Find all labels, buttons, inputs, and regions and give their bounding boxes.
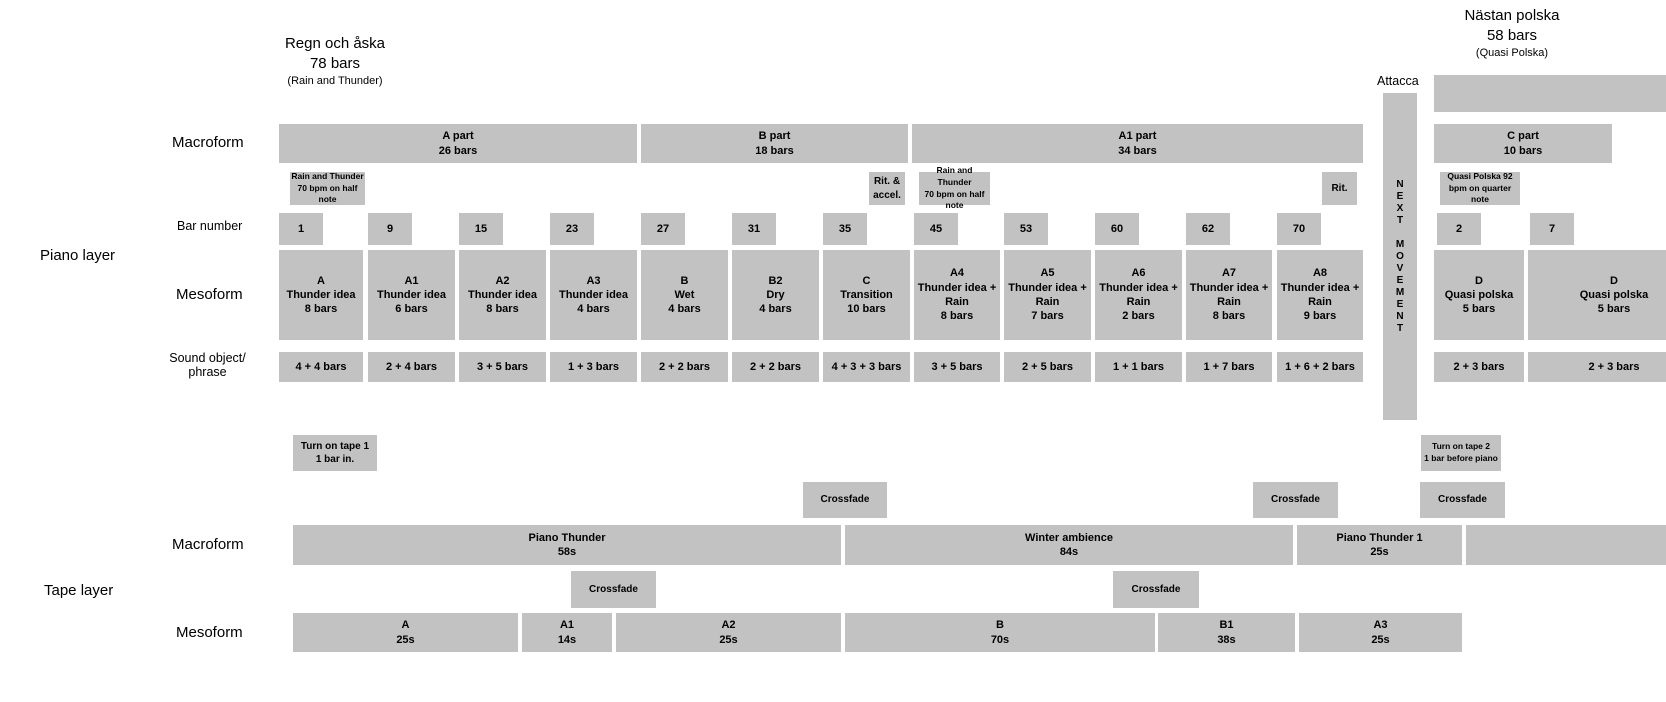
bar-number-label: Bar number (177, 219, 243, 233)
crossfade-box: Crossfade (1253, 482, 1338, 518)
sound-object-box: 2 + 2 bars (732, 352, 819, 382)
attacca-label: Attacca (1377, 74, 1419, 88)
piano-mesoform-box: D Quasi polska 5 bars (1528, 250, 1666, 340)
crossfade-box: Crossfade (571, 571, 656, 608)
bar-number-box: 70 (1277, 213, 1321, 245)
bar-number-box: 1 (279, 213, 323, 245)
bar-number-box: 62 (1186, 213, 1230, 245)
untitled-box (1434, 75, 1666, 112)
piece1-subtitle: (Rain and Thunder) (287, 75, 383, 87)
piano-mesoform-box: B2 Dry 4 bars (732, 250, 819, 340)
sound-object-label: Sound object/ phrase (169, 351, 246, 379)
bar-number-box: 7 (1530, 213, 1574, 245)
piano-macroform-box: C part 10 bars (1434, 124, 1612, 163)
bar-number-box: 53 (1004, 213, 1048, 245)
piano-mesoform-box: A6 Thunder idea + Rain 2 bars (1095, 250, 1182, 340)
sound-object-box: 2 + 3 bars (1528, 352, 1666, 382)
tape-layer-label: Tape layer (44, 582, 114, 599)
piano-macroform-box: B part 18 bars (641, 124, 908, 163)
piece2-title: Nästan polska 58 bars (1464, 7, 1560, 44)
bar-number-box: 2 (1437, 213, 1481, 245)
sound-object-box: 1 + 7 bars (1186, 352, 1272, 382)
bar-number-box: 27 (641, 213, 685, 245)
tape-cue-box: Turn on tape 1 1 bar in. (293, 435, 377, 471)
piano-mesoform-box: A8 Thunder idea + Rain 9 bars (1277, 250, 1363, 340)
piano-macroform-box: A1 part 34 bars (912, 124, 1363, 163)
sound-object-box: 3 + 5 bars (914, 352, 1000, 382)
bar-number-box: 60 (1095, 213, 1139, 245)
piano-mesoform-box: A2 Thunder idea 8 bars (459, 250, 546, 340)
tape-mesoform-box: A2 25s (616, 613, 841, 652)
piano-mesoform-box: A4 Thunder idea + Rain 8 bars (914, 250, 1000, 340)
tempo-annotation: Rain and Thunder 70 bpm on half note (290, 170, 365, 205)
sound-object-box: 1 + 6 + 2 bars (1277, 352, 1363, 382)
tape-mesoform-box: A1 14s (522, 613, 612, 652)
sound-object-box: 1 + 1 bars (1095, 352, 1182, 382)
bar-number-box: 45 (914, 213, 958, 245)
tape-mesoform-label: Mesoform (176, 624, 243, 641)
tape-mesoform-box: B 70s (845, 613, 1155, 652)
sound-object-box: 2 + 3 bars (1434, 352, 1524, 382)
sound-object-box: 2 + 4 bars (368, 352, 455, 382)
tape-mesoform-box: A 25s (293, 613, 518, 652)
crossfade-box: Crossfade (1113, 571, 1199, 608)
bar-number-box: 35 (823, 213, 867, 245)
sound-object-box: 2 + 5 bars (1004, 352, 1091, 382)
sound-object-box: 3 + 5 bars (459, 352, 546, 382)
bar-number-box: 9 (368, 213, 412, 245)
piano-macroform-box: A part 26 bars (279, 124, 637, 163)
tape-macroform-box: Piano Thunder 58s (293, 525, 841, 565)
tempo-annotation: Rit. & accel. (869, 172, 905, 205)
sound-object-box: 4 + 4 bars (279, 352, 363, 382)
tape-mesoform-box: A3 25s (1299, 613, 1462, 652)
next-movement-column: N E X T M O V E M E N T (1383, 93, 1417, 420)
piano-layer-label: Piano layer (40, 247, 116, 264)
piano-mesoform-box: D Quasi polska 5 bars (1434, 250, 1524, 340)
sound-object-box: 2 + 2 bars (641, 352, 728, 382)
piano-mesoform-label: Mesoform (176, 286, 243, 303)
piece1-title: Regn och åska 78 bars (284, 35, 386, 72)
piano-mesoform-box: C Transition 10 bars (823, 250, 910, 340)
piano-mesoform-box: A3 Thunder idea 4 bars (550, 250, 637, 340)
tape-macroform-label: Macroform (172, 536, 244, 553)
piano-mesoform-box: A1 Thunder idea 6 bars (368, 250, 455, 340)
sound-object-box: 4 + 3 + 3 bars (823, 352, 910, 382)
bar-number-box: 15 (459, 213, 503, 245)
crossfade-box: Crossfade (803, 482, 887, 518)
sound-object-box: 1 + 3 bars (550, 352, 637, 382)
piano-mesoform-box: A7 Thunder idea + Rain 8 bars (1186, 250, 1272, 340)
piano-mesoform-box: A Thunder idea 8 bars (279, 250, 363, 340)
piece2-subtitle: (Quasi Polska) (1475, 47, 1549, 59)
tempo-annotation: Rain and Thunder 70 bpm on half note (919, 165, 990, 210)
tape-macroform-box: Winter ambience 84s (845, 525, 1293, 565)
tape-macroform-box-untitled (1466, 525, 1666, 565)
bar-number-box: 31 (732, 213, 776, 245)
tape-mesoform-box: B1 38s (1158, 613, 1295, 652)
tempo-annotation: Rit. (1322, 172, 1357, 205)
tape-cue-box: Turn on tape 2 1 bar before piano (1421, 435, 1501, 471)
piano-macroform-label: Macroform (172, 134, 244, 151)
tempo-annotation: Quasi Polska 92 bpm on quarter note (1440, 171, 1520, 205)
tape-macroform-box: Piano Thunder 1 25s (1297, 525, 1462, 565)
bar-number-box: 23 (550, 213, 594, 245)
piano-mesoform-box: B Wet 4 bars (641, 250, 728, 340)
crossfade-box: Crossfade (1420, 482, 1505, 518)
piano-mesoform-box: A5 Thunder idea + Rain 7 bars (1004, 250, 1091, 340)
